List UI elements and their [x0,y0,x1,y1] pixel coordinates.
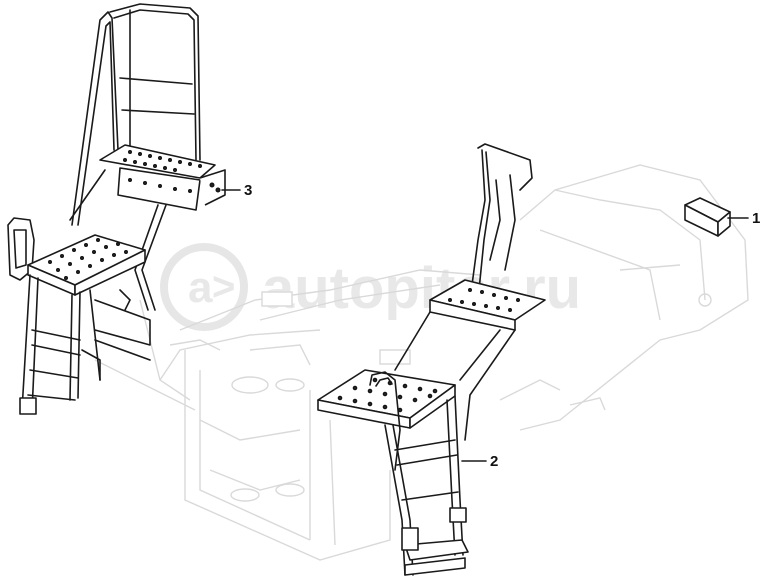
callout-number-1: 1 [752,210,760,227]
svg-text:a: a [188,263,213,312]
lower-step-holes [48,238,128,280]
left-ladder [7,3,226,415]
callout-2: 2 [461,453,498,470]
callout-number-2: 2 [490,453,498,470]
callout-3: 3 [221,182,252,199]
callout-1: 1 [727,210,760,227]
plate-sign [684,197,731,237]
right-upper-holes [448,288,520,312]
chassis-frame [94,164,749,561]
watermark-text: autopiter.ru [262,256,581,321]
callout-number-3: 3 [244,182,252,199]
upper-step-holes [123,150,221,193]
right-ladder [317,143,546,576]
svg-text:>: > [212,265,235,309]
right-mid-holes [337,377,438,413]
